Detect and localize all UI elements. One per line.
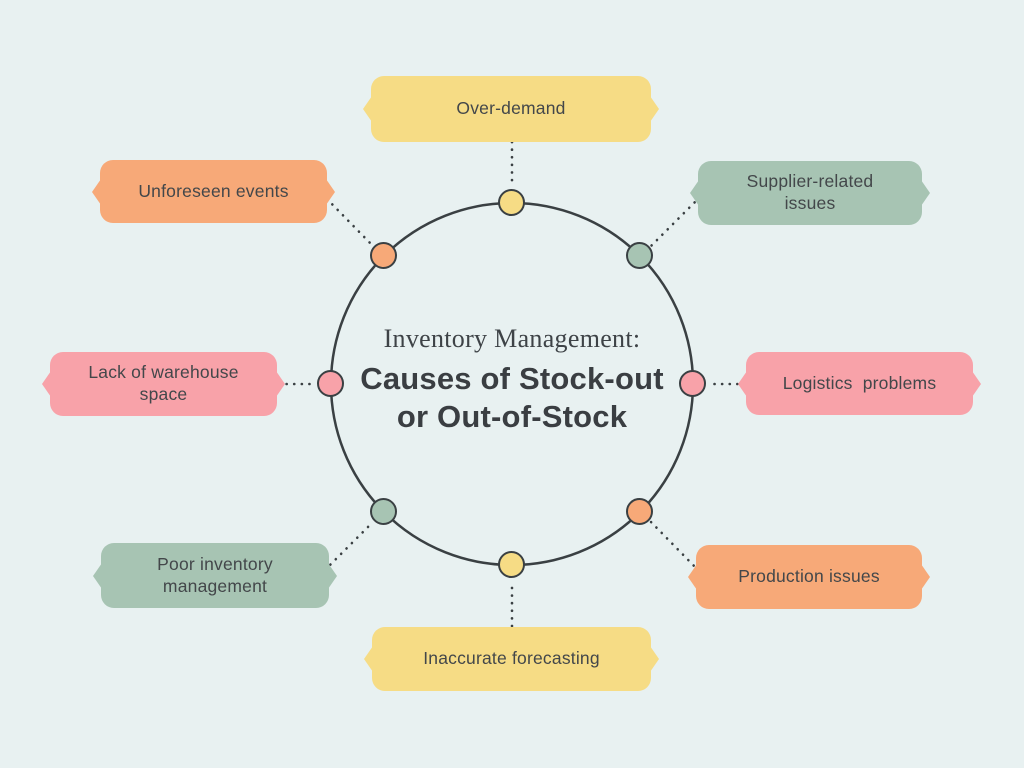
center-title-block: Inventory Management: Causes of Stock-ou…	[332, 324, 692, 436]
cause-label: Poor inventory management	[157, 553, 278, 596]
cause-box-lack-of-warehouse-space: Lack of warehouse space	[50, 352, 277, 416]
cause-box-supplier-related-issues: Supplier-related issues	[698, 161, 922, 225]
cause-box-over-demand: Over-demand	[371, 76, 651, 142]
center-title-line1: Causes of Stock-out	[360, 361, 664, 396]
center-subtitle: Inventory Management:	[383, 324, 641, 353]
cause-box-unforeseen-events: Unforeseen events	[100, 160, 327, 223]
circle-node-logistics-problems	[679, 370, 706, 397]
connector-top-left	[325, 197, 375, 248]
cause-box-poor-inventory-management: Poor inventory management	[101, 543, 329, 608]
circle-node-over-demand	[498, 189, 525, 216]
cause-label: Supplier-related issues	[746, 171, 879, 213]
cause-label: Over-demand	[456, 98, 566, 119]
cause-label: Logistics problems	[782, 372, 937, 393]
circle-node-supplier-related-issues	[626, 242, 653, 269]
circle-node-poor-inventory-management	[370, 498, 397, 525]
cause-label: Production issues	[738, 566, 880, 587]
circle-node-lack-of-warehouse-space	[317, 370, 344, 397]
cause-box-production-issues: Production issues	[696, 545, 922, 609]
circle-node-unforeseen-events	[370, 242, 397, 269]
cause-box-inaccurate-forecasting: Inaccurate forecasting	[372, 627, 651, 691]
cause-box-logistics-problems: Logistics problems	[746, 352, 973, 415]
circle-node-inaccurate-forecasting	[498, 551, 525, 578]
circle-node-production-issues	[626, 498, 653, 525]
center-title-line2: or Out-of-Stock	[396, 399, 628, 435]
cause-label: Inaccurate forecasting	[423, 648, 600, 669]
cause-label: Lack of warehouse space	[88, 362, 244, 404]
cause-label: Unforeseen events	[138, 180, 289, 201]
